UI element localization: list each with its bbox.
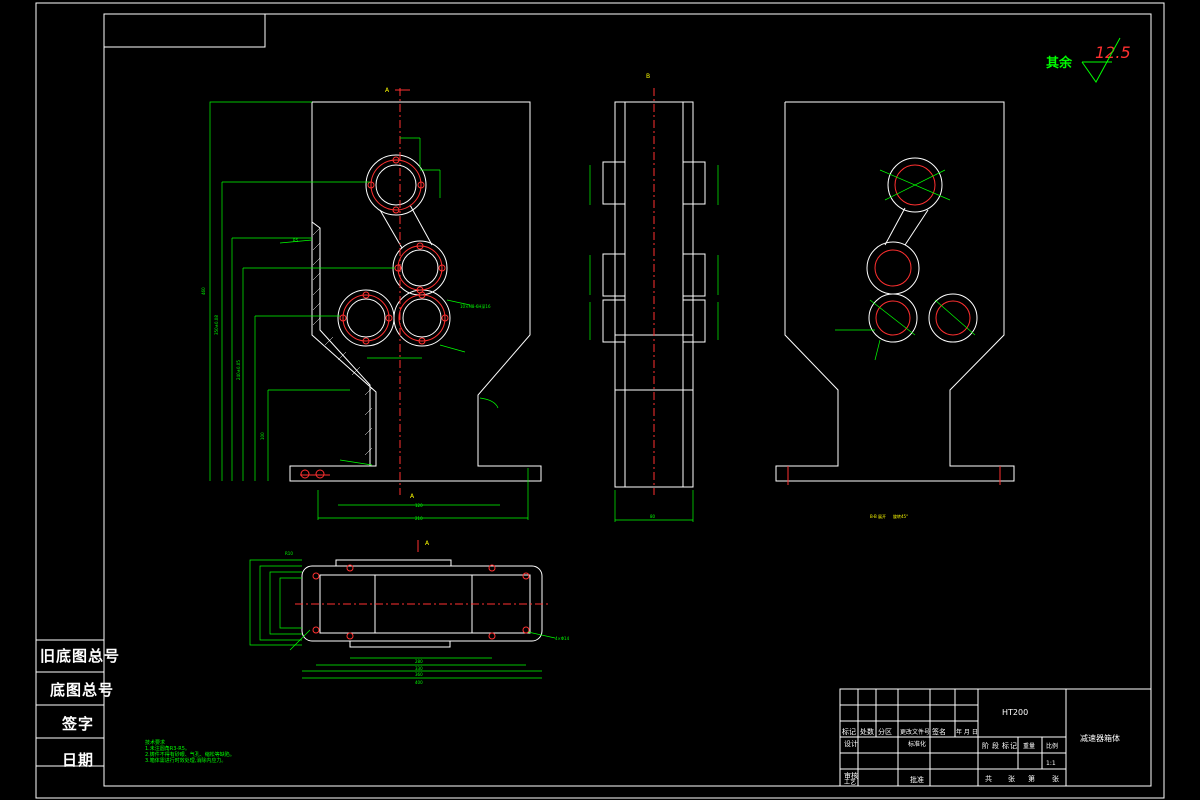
svg-text:审核: 审核 xyxy=(844,771,858,780)
technical-notes: 技术要求 1.未注圆角R3-R5。 2.铸件不得有砂眼、气孔、缩松等缺陷。 3.… xyxy=(145,740,235,764)
svg-text:分区: 分区 xyxy=(878,727,892,736)
svg-text:100: 100 xyxy=(260,432,265,440)
signature-label: 签字 xyxy=(62,715,95,733)
svg-text:A: A xyxy=(410,493,415,500)
svg-text:其余: 其余 xyxy=(1046,55,1073,71)
svg-text:10×M8-6H深16: 10×M8-6H深16 xyxy=(460,303,491,309)
svg-text:120: 120 xyxy=(415,503,423,508)
side-panel-boxes xyxy=(36,639,104,767)
title-block-text: HT200 减速器箱体 标记 处数 分区 更改文件号 签名 年 月 日 设计 标… xyxy=(842,708,1120,786)
svg-text:设计: 设计 xyxy=(844,739,858,748)
notes-line: 1.未注圆角R3-R5。 xyxy=(145,746,190,752)
svg-text:标准化: 标准化 xyxy=(908,740,926,748)
drawing-frame xyxy=(35,2,1165,799)
side-section-view: B 80 xyxy=(589,73,719,522)
svg-text:第: 第 xyxy=(1028,774,1035,783)
svg-text:HT200: HT200 xyxy=(1002,708,1028,717)
svg-text:重量: 重量 xyxy=(1023,742,1035,750)
svg-text:标记: 标记 xyxy=(842,727,856,736)
svg-text:批准: 批准 xyxy=(910,775,924,784)
svg-text:210: 210 xyxy=(415,516,423,521)
svg-text:R10: R10 xyxy=(285,551,293,556)
svg-text:张: 张 xyxy=(1052,774,1059,783)
right-view: B-B 展开 旋转45° xyxy=(775,101,1015,519)
svg-text:330: 330 xyxy=(415,666,423,671)
svg-text:阶: 阶 xyxy=(982,741,989,750)
svg-text:B: B xyxy=(646,73,650,80)
notes-line: 2.铸件不得有砂眼、气孔、缩松等缺陷。 xyxy=(145,752,235,758)
svg-text:减速器箱体: 减速器箱体 xyxy=(1080,733,1120,743)
title-block xyxy=(839,688,1152,787)
svg-text:12.5: 12.5 xyxy=(1095,43,1131,62)
svg-text:80: 80 xyxy=(650,514,656,519)
svg-text:年 月 日: 年 月 日 xyxy=(956,728,978,736)
svg-text:处数: 处数 xyxy=(860,727,874,736)
svg-text:段: 段 xyxy=(992,741,999,750)
svg-text:B-B 展开: B-B 展开 xyxy=(870,513,886,519)
date-label: 日期 xyxy=(62,751,95,769)
svg-text:280: 280 xyxy=(415,659,423,664)
notes-line: 3.箱体需进行时效处理,消除内应力。 xyxy=(145,758,227,764)
svg-text:1:1: 1:1 xyxy=(1046,760,1056,767)
roughness-symbol: 其余 12.5 xyxy=(1046,37,1131,83)
svg-text:旋转45°: 旋转45° xyxy=(893,513,908,519)
svg-text:350±0.08: 350±0.08 xyxy=(214,315,219,335)
notes-title: 技术要求 xyxy=(145,740,166,746)
svg-text:A: A xyxy=(425,540,430,547)
svg-text:460: 460 xyxy=(201,287,206,295)
svg-text:360: 360 xyxy=(415,672,423,677)
front-view: 460 350±0.08 240±0.05 100 120 210 R5 10×M8… xyxy=(201,87,542,521)
old-drawing-number-label: 旧底图总号 xyxy=(40,647,121,665)
svg-text:工艺: 工艺 xyxy=(844,778,856,786)
svg-text:记: 记 xyxy=(1010,742,1017,750)
svg-text:R5: R5 xyxy=(293,238,299,243)
drawing-number-label: 底图总号 xyxy=(50,681,115,699)
svg-text:A: A xyxy=(385,87,390,94)
svg-text:更改文件号: 更改文件号 xyxy=(900,728,930,736)
svg-text:标: 标 xyxy=(1002,741,1009,750)
svg-text:共: 共 xyxy=(985,774,992,783)
svg-text:签名: 签名 xyxy=(932,727,946,736)
svg-text:400: 400 xyxy=(415,680,423,685)
svg-text:比例: 比例 xyxy=(1046,742,1058,750)
svg-text:4×Φ14: 4×Φ14 xyxy=(555,636,570,641)
svg-text:张: 张 xyxy=(1008,774,1015,783)
svg-text:240±0.05: 240±0.05 xyxy=(236,360,241,380)
